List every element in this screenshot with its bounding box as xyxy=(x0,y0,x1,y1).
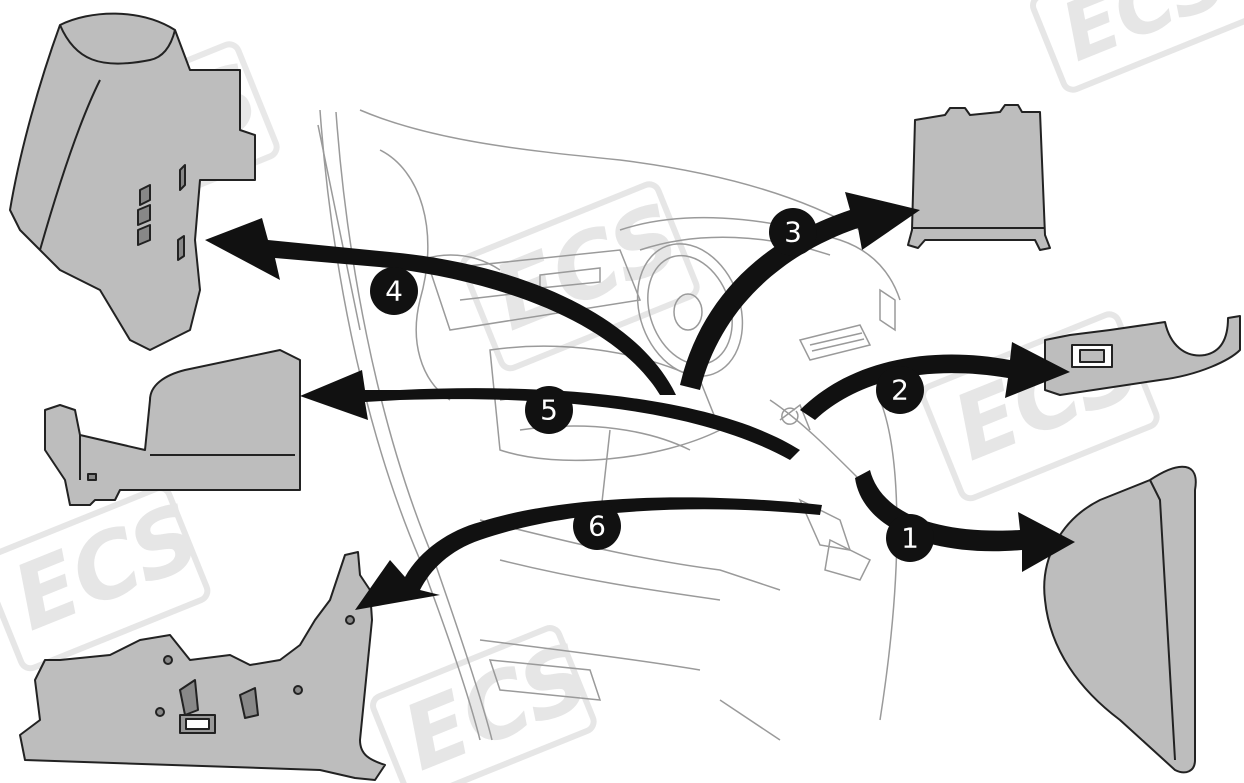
marker-5: 5 xyxy=(525,386,573,434)
marker-6: 6 xyxy=(573,502,621,550)
marker-5-label: 5 xyxy=(540,394,558,427)
watermark-logo-bottom-left: ECS xyxy=(0,482,219,672)
panel-part-3-column-cover xyxy=(908,105,1050,250)
marker-6-label: 6 xyxy=(588,510,606,543)
marker-1-label: 1 xyxy=(901,522,919,555)
marker-3-label: 3 xyxy=(784,216,802,249)
marker-4: 4 xyxy=(370,267,418,315)
watermark-logo-bottom-center: ECS xyxy=(370,622,605,783)
arrow-part-1 xyxy=(855,470,1075,572)
panel-part-1-side-panel xyxy=(1044,467,1196,773)
marker-4-label: 4 xyxy=(385,275,403,308)
marker-2-label: 2 xyxy=(891,374,909,407)
marker-2: 2 xyxy=(876,366,924,414)
marker-3: 3 xyxy=(769,208,817,256)
marker-1: 1 xyxy=(886,514,934,562)
panel-part-5-knee-panel xyxy=(45,350,300,505)
svg-text:ECS: ECS xyxy=(1049,0,1240,80)
watermark-logo-top-right: ECS xyxy=(1030,0,1244,93)
